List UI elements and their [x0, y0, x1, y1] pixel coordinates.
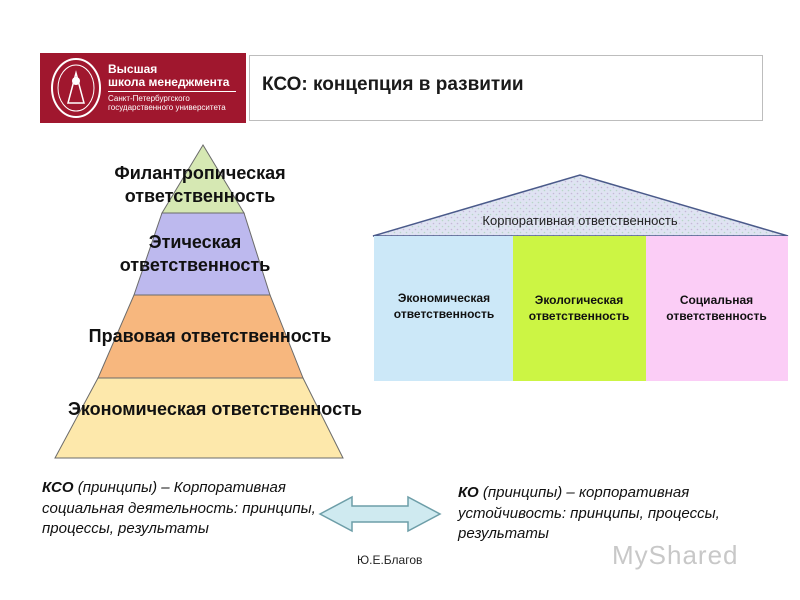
pyramid-level-economic [54, 377, 344, 459]
csr-description: (принципы) – Корпоративная социальная де… [42, 479, 316, 538]
pillar-ecological [513, 236, 646, 381]
csr-abbrev: КСО [42, 479, 74, 496]
logo-line-3: Санкт-Петербургского [108, 94, 190, 104]
pillar-economic [374, 236, 513, 381]
house-roof-label: Корпоративная ответственность [482, 213, 678, 228]
pyramid-label-economic: Экономическая ответственность [68, 399, 362, 419]
pillar-label-ecological: Экологическая ответственность [528, 293, 630, 324]
watermark: MyShared [612, 540, 739, 570]
pillar-social [646, 236, 788, 381]
pyramid-label-legal: Правовая ответственность [88, 326, 332, 346]
cr-description: (принципы) – корпоративная устойчивость:… [458, 484, 720, 543]
logo-line-4: государственного университета [108, 102, 226, 112]
pyramid-label-ethical: Этическая ответственность [119, 232, 271, 275]
logo: Высшая школа менеджмента Санкт-Петербург… [40, 53, 246, 123]
cr-abbrev: КО [458, 484, 479, 501]
pillar-label-social: Социальная ответственность [666, 293, 767, 324]
pyramid-label-philanthropic: Филантропическая ответственность [114, 163, 286, 206]
university-seal-icon [51, 58, 101, 118]
logo-line-2: школа менеджмента [108, 74, 230, 89]
double-arrow-icon [318, 495, 442, 533]
cr-principles-text: КО (принципы) – корпоративная устойчивос… [458, 483, 778, 545]
author-credit: Ю.Е.Благов [357, 553, 423, 567]
pillar-label-economic: Экономическая ответственность [393, 291, 495, 322]
logo-line-1: Высшая [108, 62, 158, 76]
csr-principles-text: КСО (принципы) – Корпоративная социальна… [42, 478, 332, 540]
title-bar: КСО: концепция в развитии [249, 55, 763, 121]
page-title: КСО: концепция в развитии [262, 74, 524, 95]
